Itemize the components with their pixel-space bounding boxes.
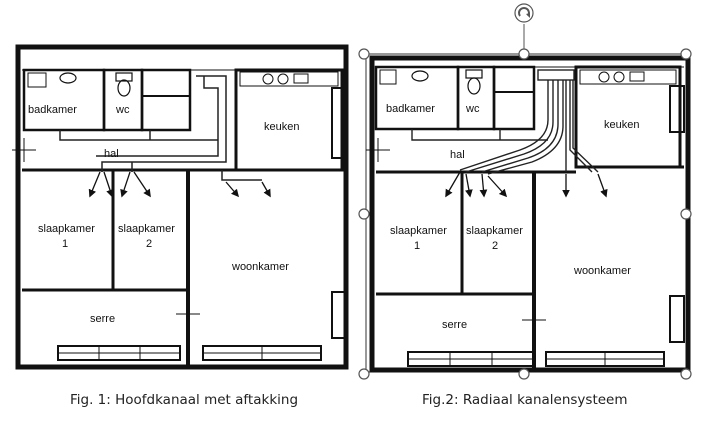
label-hal: hal — [104, 148, 119, 160]
label-slaapkamer1-2: slaapkamer — [390, 225, 447, 237]
wc-walls-2 — [456, 65, 496, 131]
resize-handle-sw[interactable] — [358, 368, 370, 380]
label-serre-2: serre — [442, 319, 467, 331]
fig1-room-labels: badkamer wc keuken hal slaapkamer 1 slaa… — [28, 104, 299, 325]
label-hal-2: hal — [450, 149, 465, 161]
resize-handle-nw[interactable] — [358, 48, 370, 60]
label-keuken-2: keuken — [604, 119, 639, 131]
keuken-walls-2 — [574, 65, 682, 169]
label-slaapkamer1-num-2: 1 — [414, 240, 420, 252]
label-slaapkamer1-num: 1 — [62, 238, 68, 250]
figure-caption-2: Fig.2: Radiaal kanalensysteem — [422, 392, 628, 408]
resize-handle-ne[interactable] — [680, 48, 692, 60]
label-slaapkamer2-num: 2 — [146, 238, 152, 250]
rotate-icon[interactable] — [514, 3, 534, 23]
wc-walls — [102, 68, 144, 132]
fig2-room-labels: badkamer wc keuken hal slaapkamer 1 slaa… — [386, 103, 639, 331]
floorplan-fig1 — [12, 44, 349, 370]
selection-handles[interactable] — [358, 48, 692, 380]
label-wc-2: wc — [465, 103, 480, 115]
badkamer-walls-2 — [374, 65, 460, 131]
badkamer-walls — [22, 68, 106, 132]
label-slaapkamer1: slaapkamer — [38, 223, 95, 235]
label-badkamer-2: badkamer — [386, 103, 435, 115]
floorplan-canvas: badkamer wc keuken hal slaapkamer 1 slaa… — [12, 3, 692, 380]
resize-handle-n[interactable] — [518, 48, 530, 60]
label-serre: serre — [90, 313, 115, 325]
label-keuken: keuken — [264, 121, 299, 133]
label-woonkamer: woonkamer — [231, 261, 289, 273]
keuken-walls — [234, 68, 344, 172]
label-slaapkamer2: slaapkamer — [118, 223, 175, 235]
label-wc: wc — [115, 104, 130, 116]
resize-handle-s[interactable] — [518, 368, 530, 380]
resize-handle-e[interactable] — [680, 208, 692, 220]
outer-wall — [15, 44, 349, 370]
label-woonkamer-2: woonkamer — [573, 265, 631, 277]
figure-caption-1: Fig. 1: Hoofdkanaal met aftakking — [70, 392, 299, 408]
resize-handle-se[interactable] — [680, 368, 692, 380]
label-slaapkamer2-num-2: 2 — [492, 240, 498, 252]
floorplan-fig2 — [365, 53, 691, 373]
selection-frame — [365, 53, 691, 373]
resize-handle-w[interactable] — [358, 208, 370, 220]
label-badkamer: badkamer — [28, 104, 77, 116]
label-slaapkamer2-2: slaapkamer — [466, 225, 523, 237]
shaft-walls — [140, 68, 192, 132]
